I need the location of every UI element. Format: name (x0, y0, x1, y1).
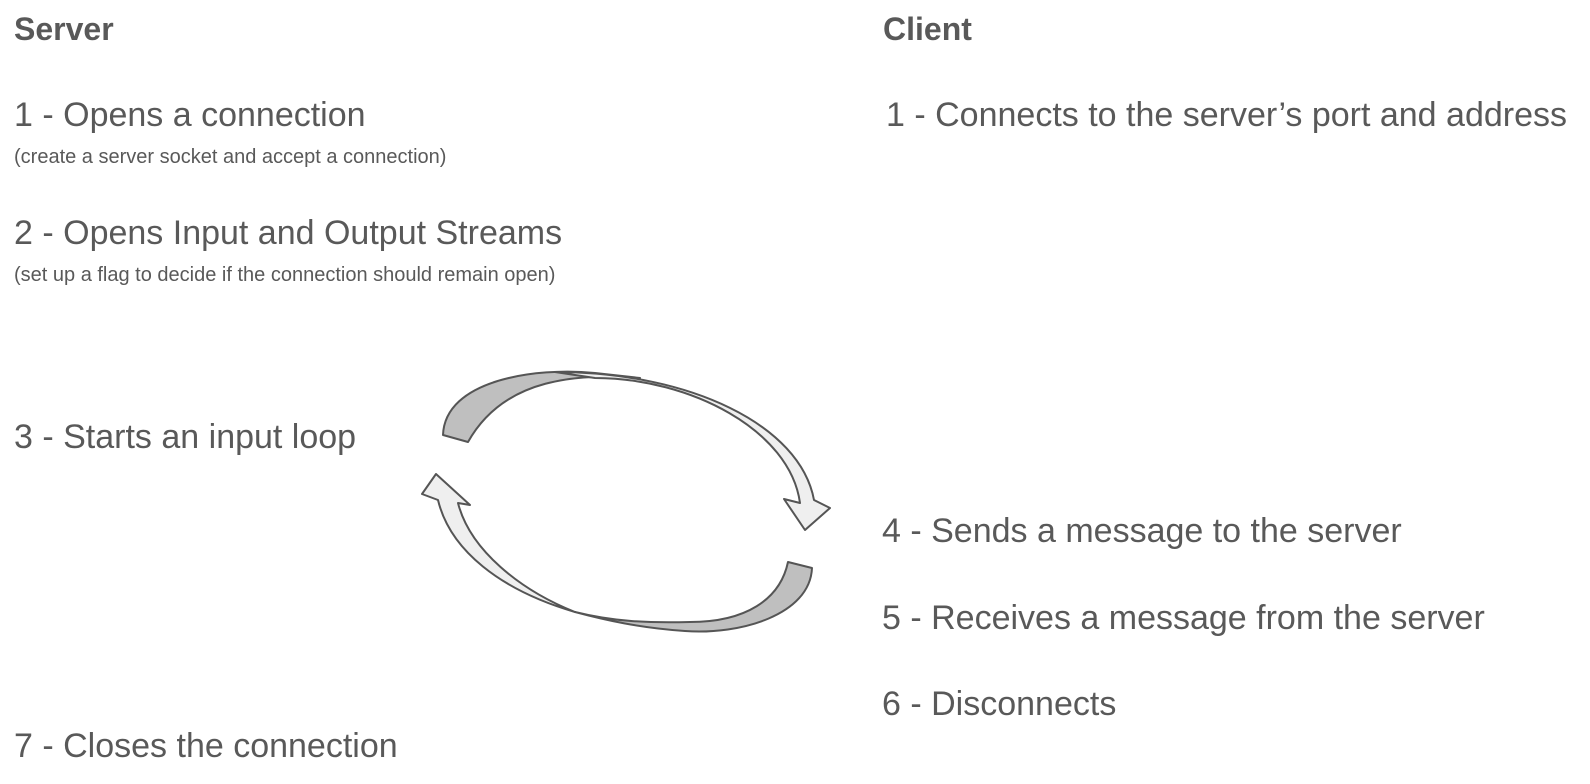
top-arrow-ribbon-back (442, 370, 641, 443)
server-step-2: 2 - Opens Input and Output Streams (14, 214, 563, 252)
server-step-2-note: (set up a flag to decide if the connecti… (14, 264, 556, 286)
server-heading: Server (14, 11, 114, 47)
client-step-5: 5 - Receives a message from the server (882, 599, 1485, 637)
client-step-4: 4 - Sends a message to the server (882, 512, 1402, 550)
top-loop-arrow (442, 370, 831, 531)
server-step-1-note: (create a server socket and accept a con… (14, 146, 447, 168)
bottom-arrow-ribbon-back (574, 561, 813, 633)
client-step-6: 6 - Disconnects (882, 685, 1117, 723)
server-step-7: 7 - Closes the connection (14, 727, 398, 765)
client-step-1: 1 - Connects to the server’s port and ad… (886, 96, 1567, 134)
bottom-arrow-ribbon-front (421, 473, 576, 613)
bottom-loop-arrow (421, 473, 813, 633)
client-heading: Client (883, 11, 972, 47)
top-arrow-ribbon-front (554, 371, 831, 531)
server-step-3: 3 - Starts an input loop (14, 418, 357, 456)
server-step-1: 1 - Opens a connection (14, 96, 366, 134)
